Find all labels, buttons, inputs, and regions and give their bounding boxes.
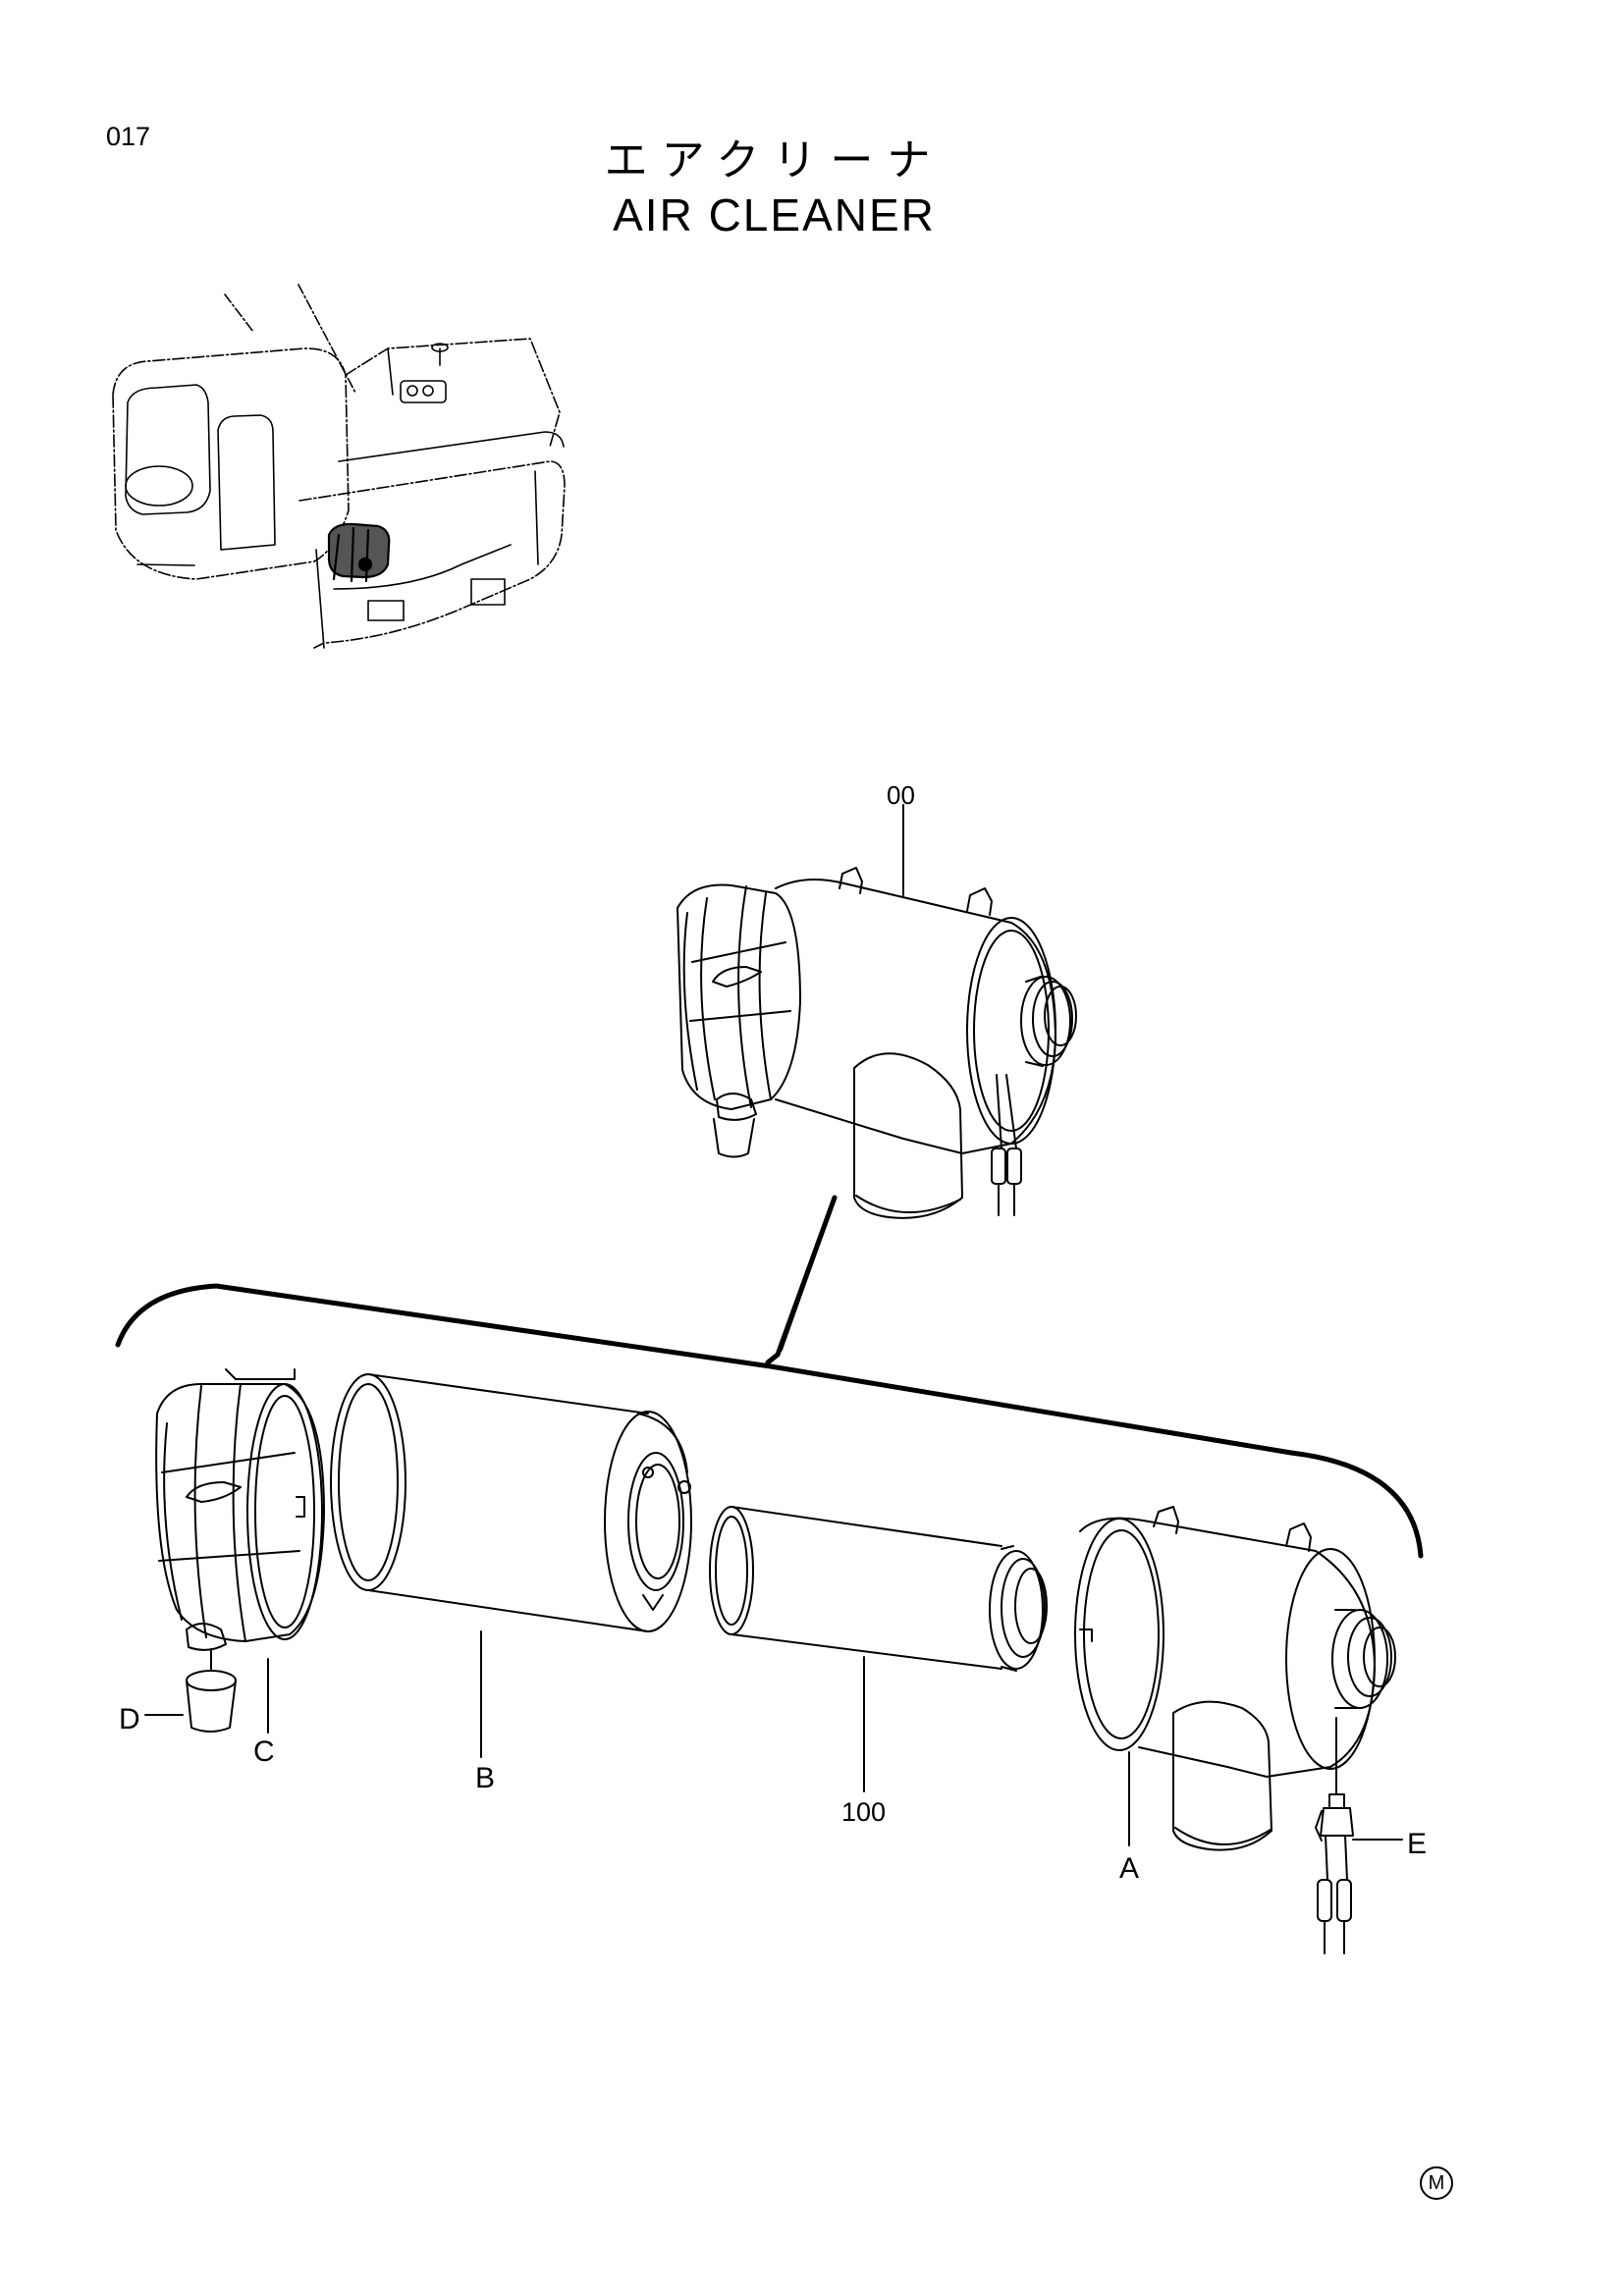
callout-00: 00 — [887, 780, 915, 810]
part-b-element — [330, 1373, 692, 1758]
callout-e: E — [1407, 1828, 1428, 1860]
callout-100: 100 — [841, 1797, 887, 1827]
callout-c: C — [253, 1735, 275, 1768]
assembly-00-drawing — [677, 804, 1077, 1219]
part-e-indicator — [1315, 1717, 1403, 1954]
excavator-location-thumbnail — [112, 284, 566, 649]
circled-m-mark: M — [1420, 2166, 1453, 2200]
part-c-cover — [155, 1368, 325, 1734]
callout-a: A — [1119, 1852, 1140, 1885]
callout-b: B — [475, 1762, 496, 1794]
part-d-valve — [144, 1623, 237, 1733]
page-number: 017 — [106, 122, 151, 151]
title-english: AIR CLEANER — [613, 189, 936, 240]
title-japanese: エアクリーナ — [604, 135, 945, 186]
part-100-filter — [709, 1506, 1048, 1792]
part-a-housing — [1074, 1506, 1396, 1851]
air-cleaner-highlight — [327, 522, 391, 583]
exploded-view-brace — [115, 1195, 1424, 1559]
callout-d: D — [119, 1703, 140, 1735]
